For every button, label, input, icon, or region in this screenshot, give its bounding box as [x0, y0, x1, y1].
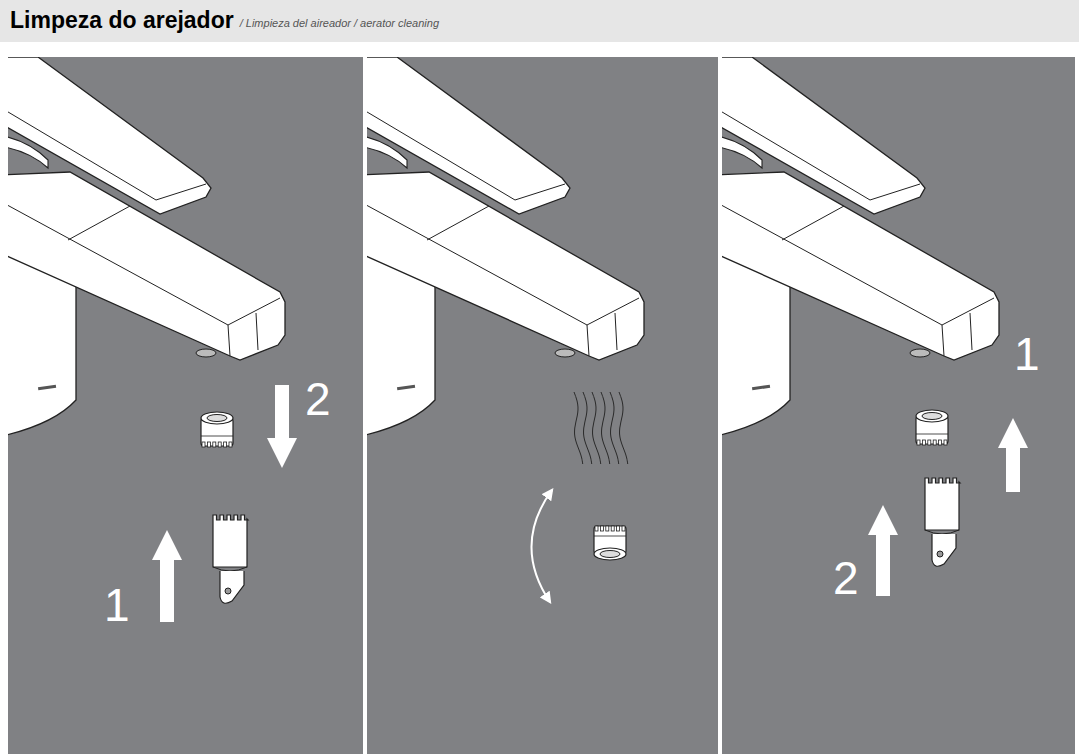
- water-flow: [583, 392, 592, 464]
- lever-edge: [8, 106, 206, 200]
- panel: [8, 57, 363, 754]
- brand-mark: [752, 385, 770, 390]
- aerator-seat: [196, 349, 216, 357]
- spout-edge: [615, 313, 617, 350]
- spout-edge: [228, 298, 280, 325]
- aerator: [594, 526, 626, 560]
- motion-arrow: [152, 530, 182, 622]
- water-flow: [619, 392, 628, 464]
- spout-edge: [587, 298, 639, 325]
- brand-mark: [38, 385, 56, 390]
- lever: [8, 57, 211, 214]
- brand-mark: [397, 385, 415, 390]
- spout-edge: [68, 206, 130, 240]
- spout-edge: [427, 206, 489, 240]
- aerator-key: [925, 478, 960, 566]
- faucet: [722, 57, 999, 437]
- subtitle: / Limpieza del aireador / aerator cleani…: [240, 17, 439, 29]
- lever-edge: [367, 106, 565, 200]
- spout-edge: [782, 206, 844, 240]
- spout-edge: [228, 325, 230, 356]
- aerator: [201, 412, 233, 447]
- panel: [367, 57, 718, 754]
- title-band: [0, 0, 1079, 42]
- lever: [367, 57, 570, 214]
- lever-edge: [722, 106, 920, 200]
- aerator-seat: [555, 349, 575, 357]
- water-flow: [601, 392, 610, 464]
- motion-arrow: [267, 385, 297, 468]
- motion-arrow: [998, 418, 1028, 492]
- motion-arrow: [868, 505, 898, 596]
- step-number: 1: [104, 582, 130, 628]
- step-number: 2: [833, 555, 859, 601]
- faucet: [8, 57, 285, 437]
- spout-edge: [8, 200, 228, 325]
- panel: [722, 57, 1075, 754]
- spout-edge: [942, 325, 944, 356]
- spout-edge: [587, 325, 589, 356]
- water-flow: [592, 392, 601, 464]
- aerator-key: [213, 515, 248, 603]
- rinse-arrow: [531, 490, 552, 602]
- water-flow: [574, 392, 583, 464]
- spout-edge: [970, 313, 972, 350]
- spout-edge: [722, 200, 942, 325]
- aerator: [916, 410, 948, 445]
- step-number: 2: [305, 376, 331, 422]
- lever: [722, 57, 925, 214]
- spout-edge: [256, 313, 258, 350]
- aerator-seat: [910, 349, 930, 357]
- title: Limpeza do arejador: [10, 7, 234, 34]
- water-flow: [610, 392, 619, 464]
- spout-edge: [367, 200, 587, 325]
- step-number: 1: [1014, 331, 1040, 377]
- spout-edge: [942, 298, 994, 325]
- faucet: [367, 57, 644, 437]
